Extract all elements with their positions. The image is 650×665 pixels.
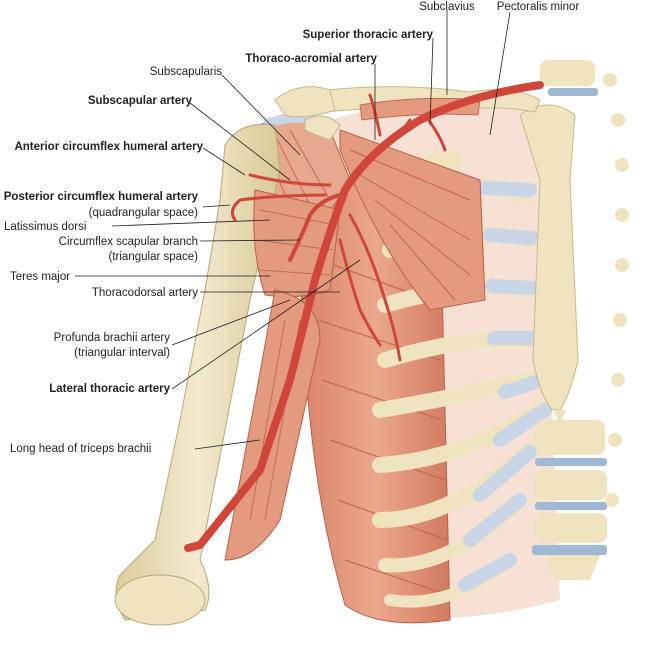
anterior-circumflex-branch — [248, 173, 332, 187]
label-thoraco-acromial-artery: Thoraco-acromial artery — [245, 53, 377, 65]
superior-thoracic-branch — [423, 113, 447, 152]
leader-lines — [75, 10, 511, 450]
pectoralis-minor-muscle — [339, 129, 486, 311]
arterial-tree — [184, 81, 544, 552]
label-triangular-interval: (triangular interval) — [74, 347, 170, 359]
label-profunda-brachii-artery: Profunda brachii artery — [54, 332, 171, 344]
label-teres-major: Teres major — [10, 271, 70, 283]
label-subscapular-artery: Subscapular artery — [88, 95, 193, 107]
label-subscapularis: Subscapularis — [150, 66, 222, 78]
label-triangular-space: (triangular space) — [109, 251, 199, 263]
rib-cage — [372, 150, 555, 608]
label-anterior-circumflex-humeral-artery: Anterior circumflex humeral artery — [14, 141, 203, 153]
label-subclavius: Subclavius — [419, 1, 475, 13]
subscapular-branch — [288, 193, 342, 262]
label-long-head-of-triceps-brachii: Long head of triceps brachii — [10, 443, 151, 455]
subclavian-axillary-artery — [196, 81, 544, 549]
labels: Subclavius Pectoralis minor Superior tho… — [4, 1, 580, 455]
label-quadrangular-space: (quadrangular space) — [89, 207, 198, 219]
label-superior-thoracic-artery: Superior thoracic artery — [303, 29, 434, 41]
humerus — [114, 123, 281, 626]
label-lateral-thoracic-artery: Lateral thoracic artery — [49, 383, 170, 395]
brachial-artery-end — [184, 541, 204, 552]
thoracodorsal-branch — [338, 238, 382, 347]
label-pectoralis-minor: Pectoralis minor — [497, 1, 580, 13]
label-latissimus-dorsi: Latissimus dorsi — [4, 221, 86, 233]
label-posterior-circumflex-humeral-artery: Posterior circumflex humeral artery — [4, 191, 199, 203]
sternum — [519, 104, 579, 425]
vertebral-column — [532, 60, 629, 580]
label-thoracodorsal-artery: Thoracodorsal artery — [92, 287, 198, 299]
posterior-circumflex-branch — [230, 193, 327, 222]
label-circumflex-scapular-branch: Circumflex scapular branch — [59, 236, 198, 248]
acromion-coracoid — [274, 86, 341, 141]
lateral-thoracic-branch — [348, 213, 402, 362]
